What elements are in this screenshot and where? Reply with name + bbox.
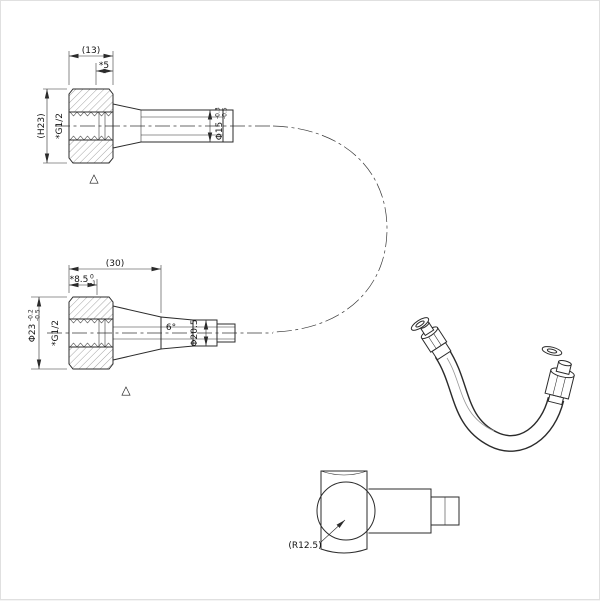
nut-cross-section bbox=[68, 296, 114, 370]
nut-cross-section bbox=[68, 88, 114, 164]
sphere-body bbox=[316, 481, 376, 541]
mid-section-view: (30) *8.5 0 -1 Φ23 -0.2 -0.5 *G1/2 6° Φ2… bbox=[28, 259, 273, 397]
elbow-detail-view: (R12.5) bbox=[288, 470, 460, 554]
svg-text:(H23): (H23) bbox=[37, 113, 47, 138]
extension-lines bbox=[31, 265, 162, 370]
gasket-lines bbox=[98, 112, 106, 140]
dim-phi20-5: Φ20.5 bbox=[190, 319, 200, 346]
dim-h23: (H23) bbox=[37, 113, 47, 138]
dimensions: (13) *5 (H23) *G1/2 Φ15 -0.3 -0.5 △ bbox=[37, 46, 229, 185]
gasket-lines bbox=[98, 319, 106, 347]
angle-6-label: 6° bbox=[166, 323, 176, 333]
dim-8-5: *8.5 bbox=[70, 275, 89, 285]
hose-tube-fill bbox=[435, 349, 563, 451]
thread-profile bbox=[69, 135, 113, 141]
dim-phi23: Φ23 -0.2 -0.5 bbox=[28, 309, 42, 342]
dim-5: *5 bbox=[99, 61, 109, 71]
tol-lower: -1 bbox=[90, 280, 96, 287]
phantom-hose-path bbox=[272, 125, 388, 333]
tol-lower: -0.5 bbox=[222, 107, 229, 119]
dimensions: (30) *8.5 0 -1 Φ23 -0.2 -0.5 *G1/2 6° Φ2… bbox=[28, 259, 209, 397]
dim-30: (30) bbox=[106, 259, 124, 269]
tol-upper: 0 bbox=[90, 274, 94, 281]
hose-barrel bbox=[112, 103, 234, 149]
thread-profile bbox=[69, 318, 113, 324]
hose-3d-view bbox=[410, 317, 575, 452]
dim-phi15: Φ15 -0.3 -0.5 bbox=[215, 107, 229, 140]
extension-lines bbox=[43, 51, 114, 164]
leader-line bbox=[320, 519, 346, 543]
radius-label: (R12.5) bbox=[288, 541, 321, 551]
svg-text:Φ23: Φ23 bbox=[28, 324, 38, 343]
surface-finish-mark: △ bbox=[121, 383, 131, 397]
hose-highlight bbox=[446, 357, 495, 432]
tol-upper: -0.3 bbox=[215, 107, 222, 119]
thread-label-top: *G1/2 bbox=[55, 113, 65, 139]
svg-text:Φ20.5: Φ20.5 bbox=[190, 319, 200, 346]
hose-end-fitting-left bbox=[419, 321, 452, 361]
tol-upper: -0.2 bbox=[28, 309, 35, 321]
surface-finish-mark: △ bbox=[89, 171, 99, 185]
thread-label-mid: *G1/2 bbox=[51, 320, 61, 346]
thread-profile bbox=[69, 111, 113, 117]
tol-lower: -0.5 bbox=[35, 309, 42, 321]
taper-6deg bbox=[160, 316, 194, 350]
hose-end-fitting-right bbox=[544, 359, 575, 406]
washer-right-icon bbox=[541, 346, 563, 356]
svg-text:*G1/2: *G1/2 bbox=[51, 320, 61, 346]
top-section-view: (13) *5 (H23) *G1/2 Φ15 -0.3 -0.5 △ bbox=[37, 46, 273, 185]
dim-13: (13) bbox=[82, 46, 100, 56]
svg-text:Φ15: Φ15 bbox=[215, 122, 225, 141]
washer-left-icon bbox=[410, 317, 430, 331]
elbow-body bbox=[316, 470, 460, 554]
thread-profile bbox=[69, 342, 113, 348]
svg-text:*G1/2: *G1/2 bbox=[55, 113, 65, 139]
